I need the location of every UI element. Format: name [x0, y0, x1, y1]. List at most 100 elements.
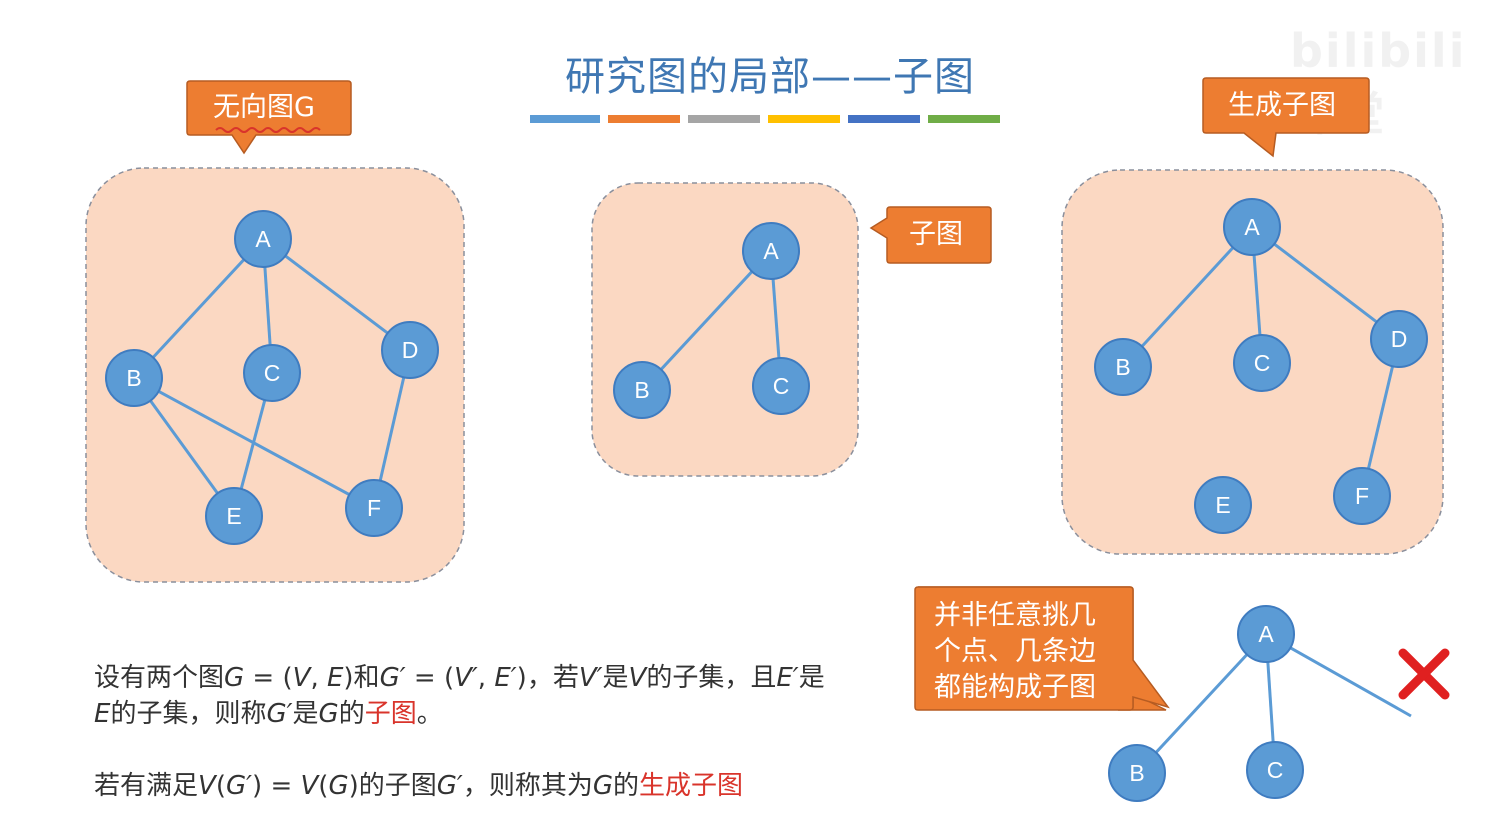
node-label: C	[1267, 757, 1284, 783]
node-label: C	[1254, 350, 1271, 376]
subgraph-node-B: B	[613, 361, 671, 419]
spanning-subgraph-edge-A-D	[1251, 225, 1400, 341]
node-circle	[234, 210, 292, 268]
def-text: 。	[416, 699, 443, 729]
def-var: V′	[454, 663, 478, 693]
def-var: G	[318, 699, 339, 729]
def-var: G′	[379, 663, 406, 693]
node-circle	[1370, 310, 1428, 368]
def-text: 的	[338, 699, 365, 729]
spanning-subgraph-node-D: D	[1370, 310, 1428, 368]
node-label: F	[367, 495, 381, 521]
node-circle	[1108, 744, 1166, 802]
node-circle	[381, 321, 439, 379]
callout-warning-line-1: 并非任意挑几	[934, 600, 1096, 631]
def-var: E′	[494, 663, 517, 693]
callout-subgraph-label: 子图	[909, 219, 963, 250]
title-bar-segment-2	[608, 115, 680, 123]
callout-undirected-graph-bubble	[186, 80, 352, 155]
def-text: ,	[477, 663, 495, 693]
node-label: D	[402, 337, 419, 363]
graph-g-edge-A-B	[132, 237, 265, 380]
spanning-subgraph-node-B: B	[1094, 338, 1152, 396]
node-label: A	[1258, 621, 1274, 647]
def-var: V	[292, 663, 311, 693]
spanning-subgraph-node-C: C	[1233, 334, 1291, 392]
def-var: V	[198, 771, 216, 801]
graph-g-node-D: D	[381, 321, 439, 379]
invalid-x-mark	[1398, 648, 1450, 700]
def-text: 的	[613, 771, 640, 801]
def-text: (	[318, 771, 329, 801]
def-var: G′	[225, 771, 253, 801]
node-circle	[1246, 741, 1304, 799]
spanning-subgraph-node-E: E	[1194, 476, 1252, 534]
def-text: )和	[343, 663, 380, 693]
node-label: B	[1115, 354, 1130, 380]
def-text: 的子集，且	[646, 663, 777, 693]
definition-line-3: 若有满足V(G′) = V(G)的子图G′，则称其为G的生成子图	[94, 768, 743, 804]
node-circle	[1223, 198, 1281, 256]
node-circle	[752, 357, 810, 415]
node-circle	[205, 487, 263, 545]
node-circle	[243, 344, 301, 402]
def-text: 设有两个图	[94, 663, 225, 693]
spanning-subgraph-edge-A-B	[1121, 225, 1254, 369]
graph-g-node-A: A	[234, 210, 292, 268]
def-var: V	[300, 771, 319, 801]
definition-line-1: 设有两个图G = (V, E)和G′ = (V′, E′)，若V′是V的子集，且…	[94, 660, 825, 696]
def-text: )的子图	[348, 771, 437, 801]
title-bar-segment-3	[688, 115, 760, 123]
node-label: C	[264, 360, 281, 386]
graph-g-node-B: B	[105, 349, 163, 407]
node-circle	[1194, 476, 1252, 534]
def-var: V′	[578, 663, 603, 693]
node-label: E	[226, 503, 241, 529]
node-circle	[1094, 338, 1152, 396]
node-label: E	[1215, 492, 1230, 518]
def-text: = (	[244, 663, 293, 693]
def-text: 是	[602, 663, 629, 693]
title-bar-segment-4	[768, 115, 840, 123]
def-var: E	[326, 663, 344, 693]
def-var: G	[224, 663, 245, 693]
def-highlight-spanning-subgraph: 生成子图	[639, 771, 744, 801]
node-circle	[613, 361, 671, 419]
invalid-example-edge-A-B	[1135, 632, 1268, 775]
subgraph-node-C: C	[752, 357, 810, 415]
node-circle	[1233, 334, 1291, 392]
title-bar-segment-6	[928, 115, 1000, 123]
callout-spanning-subgraph-label: 生成子图	[1228, 90, 1336, 121]
definition-line-2: E的子集，则称G′是G的子图。	[94, 696, 443, 732]
invalid-example-node-A: A	[1237, 605, 1295, 663]
def-text: 是	[292, 699, 319, 729]
node-label: B	[1129, 760, 1144, 786]
node-label: B	[126, 365, 141, 391]
node-label: A	[1244, 214, 1260, 240]
title-bar-segment-1	[530, 115, 600, 123]
def-text: ) =	[252, 771, 301, 801]
callout-warning-bubble-main	[914, 586, 1170, 711]
node-circle	[1237, 605, 1295, 663]
invalid-example-node-C: C	[1246, 741, 1304, 799]
subgraph-panel	[591, 182, 859, 477]
node-label: F	[1355, 483, 1369, 509]
def-text: 是	[798, 663, 825, 693]
def-var: E	[94, 699, 111, 729]
node-circle	[345, 479, 403, 537]
red-squiggle-underline	[215, 127, 321, 133]
graph-g-node-C: C	[243, 344, 301, 402]
def-var: G	[592, 771, 613, 801]
def-var: G′	[266, 699, 293, 729]
node-circle	[742, 222, 800, 280]
subgraph-edge-A-B	[640, 249, 773, 392]
def-text: 的子集，则称	[110, 699, 267, 729]
def-text: (	[215, 771, 226, 801]
node-label: C	[773, 373, 790, 399]
callout-warning-line-2: 个点、几条边	[934, 636, 1096, 667]
graph-g-node-F: F	[345, 479, 403, 537]
def-var: E′	[776, 663, 799, 693]
callout-spanning-subgraph-bubble	[1202, 77, 1370, 158]
